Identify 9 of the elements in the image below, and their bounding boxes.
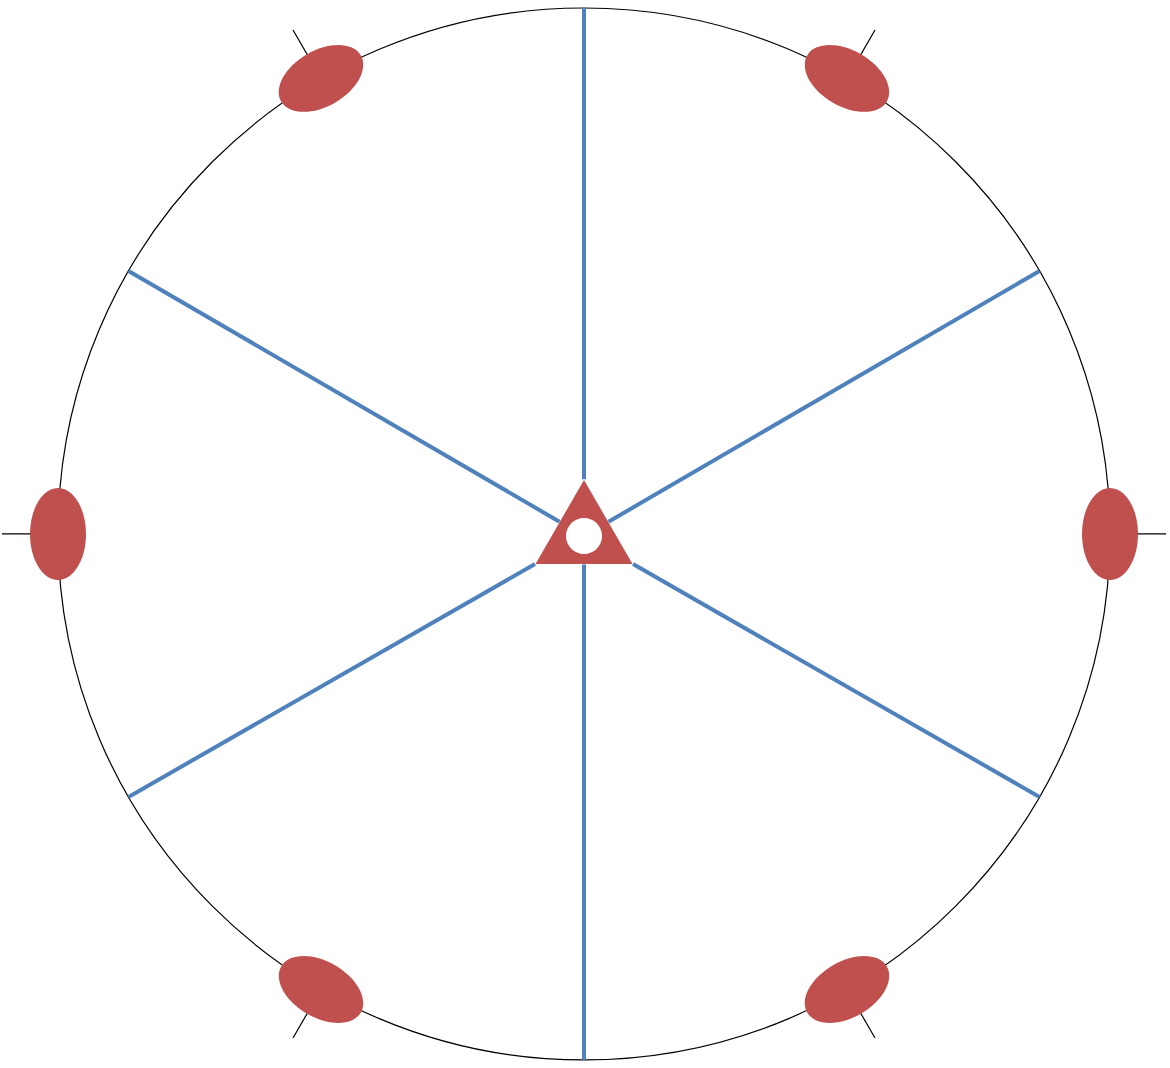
spoke-line <box>582 564 586 1060</box>
ellipse-marker <box>30 487 86 580</box>
spoke-line <box>632 562 1041 799</box>
spoke-line <box>607 269 1041 524</box>
centre-triangle <box>535 479 633 564</box>
spoke-line <box>127 269 561 524</box>
spoke-line <box>582 8 586 480</box>
ellipse-marker <box>1082 487 1138 580</box>
spoke-line <box>127 562 536 799</box>
